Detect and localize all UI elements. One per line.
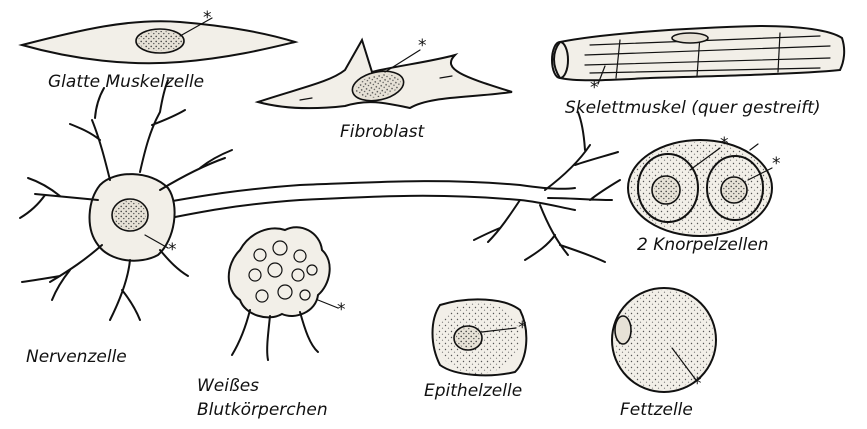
skeletal-muscle-fiber — [552, 26, 844, 84]
label-wbc-line2: Blutkörperchen — [197, 400, 328, 421]
fibroblast-cell — [258, 40, 512, 108]
label-epithelial: Epithelzelle — [424, 381, 522, 402]
marker-asterisk: * — [203, 10, 212, 27]
marker-asterisk: * — [337, 302, 346, 319]
label-wbc-line1: Weißes — [197, 376, 259, 397]
cartilage-cells — [628, 140, 772, 236]
label-neuron: Nervenzelle — [26, 347, 127, 368]
label-fibroblast: Fibroblast — [340, 122, 424, 143]
label-cartilage: 2 Knorpelzellen — [637, 235, 769, 256]
smooth-muscle-cell — [22, 18, 295, 63]
marker-asterisk: * — [772, 156, 781, 173]
epithelial-cell — [433, 299, 527, 375]
marker-asterisk: * — [518, 320, 527, 337]
marker-asterisk: * — [168, 242, 177, 259]
marker-asterisk: * — [590, 80, 599, 97]
marker-asterisk: * — [693, 376, 702, 393]
white-blood-cell — [229, 227, 338, 360]
label-smooth-muscle: Glatte Muskelzelle — [48, 72, 204, 93]
label-fat: Fettzelle — [620, 400, 693, 421]
marker-asterisk: * — [418, 38, 427, 55]
marker-asterisk: * — [720, 136, 729, 153]
label-skeletal-muscle: Skelettmuskel (quer gestreift) — [565, 98, 821, 119]
